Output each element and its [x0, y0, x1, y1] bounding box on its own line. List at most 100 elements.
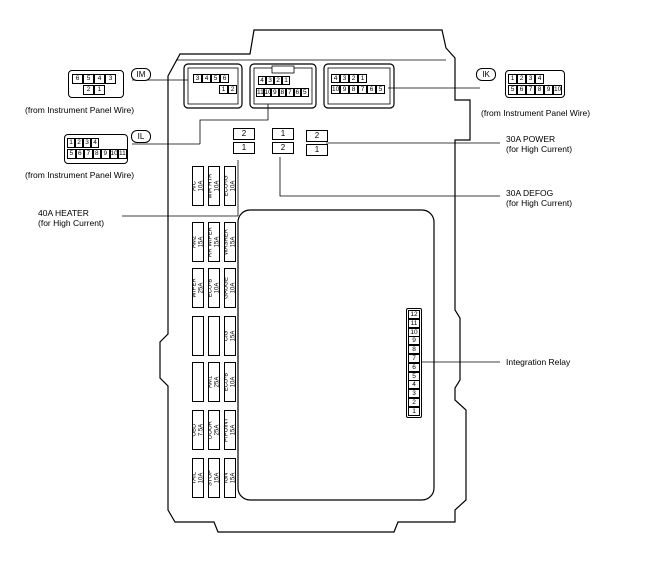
fuse-rating: 10A	[198, 472, 204, 484]
fuse-slot-empty	[192, 362, 204, 402]
connector-il-source-label: (from Instrument Panel Wire)	[25, 170, 135, 180]
relay-heater-pin-1: 1	[233, 142, 255, 154]
fuse-rating: 7.5A	[198, 423, 204, 437]
block-ik-bottom-pin-10: 10	[331, 85, 340, 94]
relay-defog-name: 30A DEFOG	[506, 188, 554, 198]
connector-ik-bottom-pin-8: 8	[535, 85, 544, 95]
block-ik-top-pin-3: 3	[340, 74, 349, 83]
connector-housing-il	[249, 63, 317, 109]
connector-il-bottom-pin-11: 11	[118, 149, 127, 159]
connector-ik-top-pin-4: 4	[535, 74, 544, 84]
block-ik-top-pin-4: 4	[331, 74, 340, 83]
connector-ik-top-pin-1: 1	[508, 74, 517, 84]
connector-il-bottom-pin-10: 10	[109, 149, 118, 159]
integration-relay-pin-6: 6	[408, 362, 420, 372]
block-il-bottom-pin-6: 6	[293, 88, 301, 97]
block-il-bottom-pin-5: 5	[301, 88, 309, 97]
block-im-top-pin-3: 3	[193, 74, 202, 83]
fuse-rating: 10A	[214, 282, 220, 294]
connector-ik-top-pin-3: 3	[526, 74, 535, 84]
relay-heater-note: (for High Current)	[38, 218, 105, 228]
integration-relay-pin-11: 11	[408, 318, 420, 328]
block-il-top-pin-2: 2	[274, 76, 282, 85]
connector-ik-bottom-pin-10: 10	[553, 85, 562, 95]
connector-ik-bottom-pin-9: 9	[544, 85, 553, 95]
fuse-rating: 10A	[230, 180, 236, 192]
block-ik-bottom-pin-8: 8	[349, 85, 358, 94]
connector-ik-bottom-pin-5: 5	[508, 85, 517, 95]
fuse-rating: 25A	[214, 424, 220, 436]
connector-im-top-pin-5: 5	[83, 74, 94, 84]
fuse-name: RR WIPER	[208, 227, 214, 257]
connector-il-bottom-pin-6: 6	[75, 149, 84, 159]
connector-il-badge: IL	[131, 130, 151, 143]
relay-heater-pin-2: 2	[233, 128, 255, 140]
block-im-top-pin-6: 6	[220, 74, 229, 83]
fuse-rating: 15A	[214, 472, 220, 484]
connector-im-bottom-pin-1: 1	[94, 85, 105, 95]
fuse-rating: 10A	[214, 180, 220, 192]
connector-im-top-pin-3: 3	[105, 74, 116, 84]
block-il-top-pin-4: 4	[258, 76, 266, 85]
block-il-bottom-pin-10: 10	[263, 88, 272, 97]
connector-il-top-pin-1: 1	[67, 138, 75, 148]
connector-im-top-pin-6: 6	[72, 74, 83, 84]
fuse-rating: 15A	[198, 236, 204, 248]
fuse-rating: 15A	[230, 472, 236, 484]
connector-il-top-pin-4: 4	[91, 138, 99, 148]
connector-ik-top-pin-2: 2	[517, 74, 526, 84]
integration-relay-pin-1: 1	[408, 406, 420, 416]
connector-il-bottom-pin-9: 9	[101, 149, 110, 159]
block-il-bottom-pin-8: 8	[278, 88, 286, 97]
integration-relay-pin-9: 9	[408, 336, 420, 346]
integration-relay-pin-5: 5	[408, 371, 420, 381]
block-im-top-pin-5: 5	[211, 74, 220, 83]
integration-relay-pin-12: 12	[408, 310, 420, 319]
connector-ik-badge: IK	[476, 68, 496, 81]
block-il-bottom-pin-7: 7	[286, 88, 294, 97]
connector-im-top-pin-4: 4	[94, 74, 105, 84]
block-ik-top-pin-2: 2	[349, 74, 358, 83]
integration-relay-pin-2: 2	[408, 398, 420, 407]
connector-im-source-label: (from Instrument Panel Wire)	[25, 105, 135, 115]
fuse-rating: 15A	[230, 330, 236, 342]
fuse-rating: 10A	[230, 282, 236, 294]
integration-relay-pin-10: 10	[408, 327, 420, 337]
fuse-rating: 15A	[214, 236, 220, 248]
fuse-rating: 15A	[230, 236, 236, 248]
fuse-rating: 25A	[198, 282, 204, 294]
connector-il-top-pin-3: 3	[83, 138, 91, 148]
block-ik-bottom-pin-6: 6	[367, 85, 376, 94]
fuse-slot-empty	[192, 316, 204, 356]
relay-defog-pin-1: 1	[272, 128, 294, 140]
block-im-top-pin-4: 4	[202, 74, 211, 83]
relay-defog-note: (for High Current)	[506, 198, 573, 208]
connector-ik-source-label: (from Instrument Panel Wire)	[481, 108, 591, 118]
relay-power-pin-1: 1	[306, 144, 328, 156]
block-il-bottom-pin-11: 11	[256, 88, 264, 97]
